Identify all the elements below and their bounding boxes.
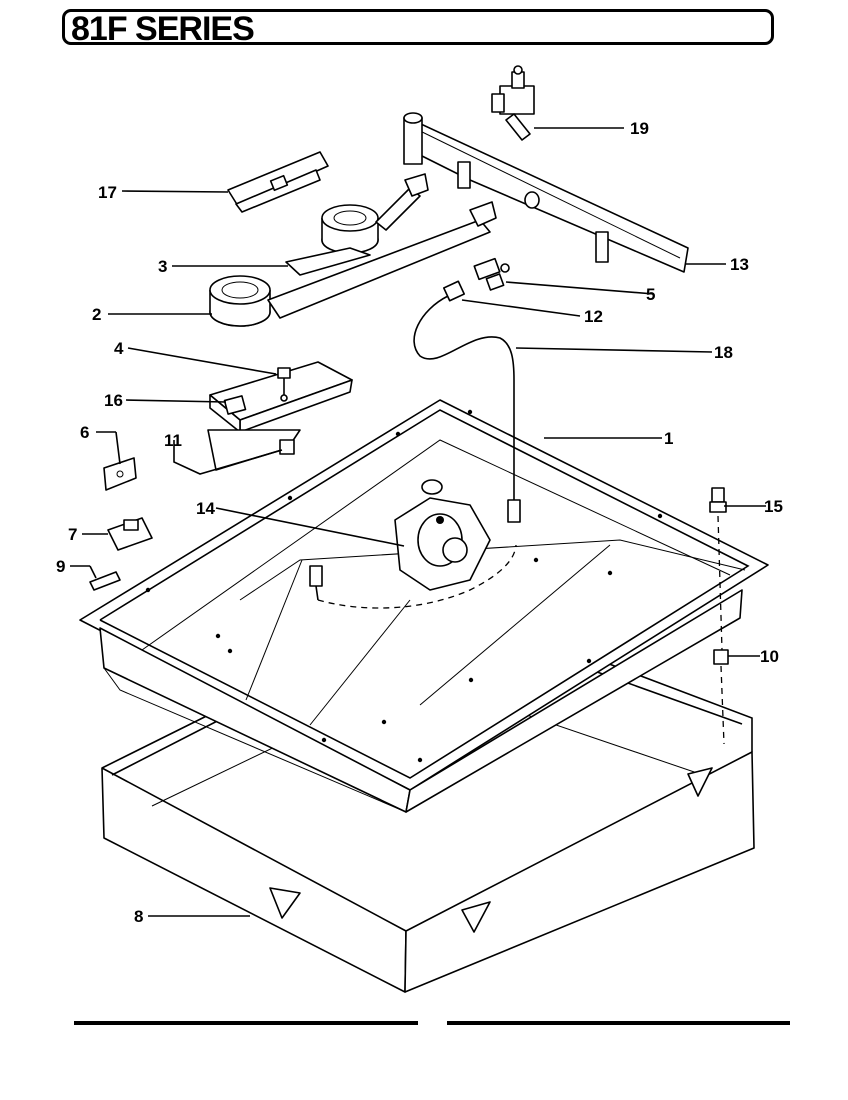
part-7-clip: [107, 517, 153, 551]
callout-9: 9: [56, 557, 65, 576]
part-4-screw: [277, 367, 291, 402]
part-6-clip: [103, 457, 137, 491]
part-2-burner: [209, 201, 497, 327]
part-19-valve: [491, 65, 535, 141]
callout-19: 19: [630, 119, 649, 138]
callout-11: 11: [164, 431, 182, 450]
callout-10: 10: [760, 647, 779, 666]
title-box: 81F SERIES: [62, 9, 774, 48]
part-3-burner: [285, 173, 429, 276]
callout-18: 18: [714, 343, 733, 362]
callout-1: 1: [664, 429, 673, 448]
part-8-lower-frame: [101, 599, 755, 993]
callout-13: 13: [730, 255, 749, 274]
part-13-manifold: [403, 112, 689, 273]
callout-3: 3: [158, 257, 167, 276]
part-1-burner-box: [79, 399, 769, 813]
page-title: 81F SERIES: [71, 10, 255, 48]
part-9-clip: [89, 571, 121, 591]
part-5-fitting: [473, 257, 510, 291]
callout-5: 5: [646, 285, 655, 304]
callout-8: 8: [134, 907, 143, 926]
callout-17: 17: [98, 183, 117, 202]
callout-15: 15: [764, 497, 783, 516]
part-16-bracket: [207, 361, 353, 471]
leader-lines: [70, 127, 766, 917]
part-11-nut: [279, 439, 295, 455]
callout-2: 2: [92, 305, 101, 324]
callout-12: 12: [584, 307, 603, 326]
part-17-bracket: [227, 151, 329, 213]
callout-16: 16: [104, 391, 123, 410]
part-12-18-tubing: [413, 280, 521, 523]
callout-4: 4: [114, 339, 124, 358]
bottom-rule-left: [74, 1021, 418, 1025]
callout-labels: 17 19 3 13 2 5 12 4 18 16 6 1 11 14 15 7…: [56, 119, 783, 926]
part-10-nut: [713, 649, 729, 745]
bottom-rule-right: [447, 1021, 790, 1025]
callout-6: 6: [80, 423, 89, 442]
callout-14: 14: [196, 499, 215, 518]
callout-7: 7: [68, 525, 77, 544]
part-14-regulator: [309, 497, 517, 609]
part-15-orifice: [709, 487, 727, 651]
